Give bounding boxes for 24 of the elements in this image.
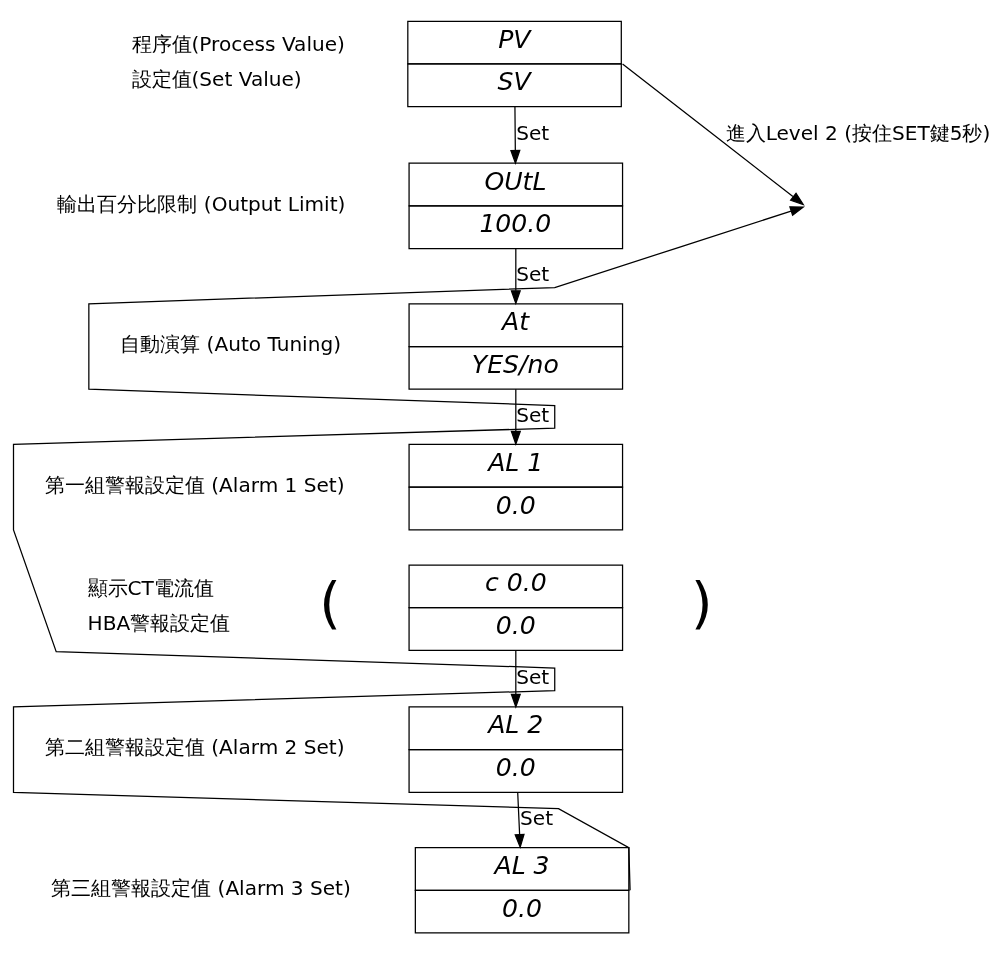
edge-label: Set: [516, 261, 550, 286]
arrow: [514, 791, 525, 850]
label: ): [690, 570, 713, 635]
node-label: 設定值(Set Value): [131, 67, 302, 92]
node-label: HBA警報設定值: [87, 611, 231, 636]
edge-label: Set: [516, 121, 550, 146]
node-label: 第三組警報設定值 (Alarm 3 Set): [51, 876, 351, 901]
label: (: [319, 570, 341, 635]
edge-label: 進入Level 2 (按住SET鍵5秒): [725, 121, 991, 146]
edge-label: Set: [520, 805, 554, 830]
arrow: [12, 206, 806, 891]
arrow: [510, 247, 522, 306]
node-label: 程序值(Process Value): [131, 32, 345, 57]
node-label: 第一組警報設定值 (Alarm 1 Set): [44, 472, 345, 497]
arrow: [510, 106, 521, 165]
node-label: 輸出百分比限制 (Output Limit): [57, 191, 346, 216]
arrow: [510, 388, 522, 446]
node-label: 顯示CT電流值: [87, 575, 214, 600]
node-label: 自動演算 (Auto Tuning): [120, 332, 342, 357]
edge-label: Set: [516, 402, 550, 427]
edge-label: Set: [516, 665, 550, 690]
arrow: [510, 649, 522, 709]
node-label: 第二組警報設定值 (Alarm 2 Set): [44, 735, 345, 760]
arrow: [621, 63, 805, 206]
